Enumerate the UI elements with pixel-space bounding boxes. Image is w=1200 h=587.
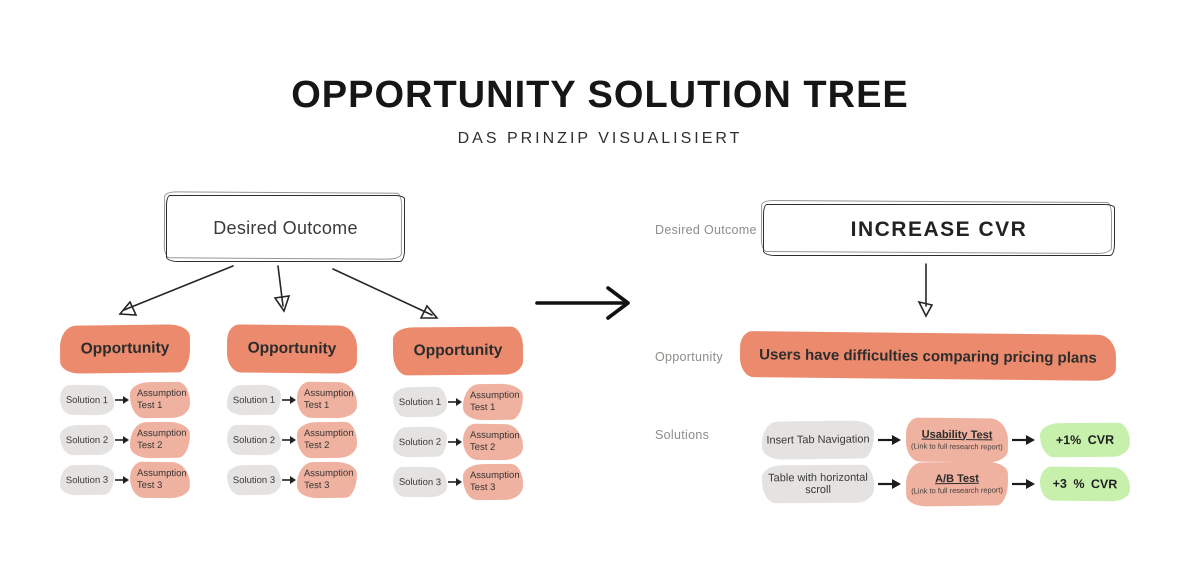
opportunity-column-3: Opportunity Solution 1 Assumption Test 1… — [392, 326, 524, 504]
solution-row: Solution 1 Assumption Test 1 — [59, 381, 191, 419]
usability-test-link[interactable]: Usability Test — [921, 428, 993, 441]
arrow-right-icon — [115, 476, 129, 484]
solution-row-2: Table with horizontal scroll A/B Test (L… — [761, 461, 1131, 507]
opportunity-label: Opportunity — [413, 341, 503, 360]
test-blob: A/B Test (Link to full research report) — [905, 461, 1009, 507]
solution-row: Solution 2 Assumption Test 2 — [226, 421, 358, 459]
desired-outcome-box: Desired Outcome — [166, 195, 405, 262]
tree-arrow-left-icon — [123, 265, 234, 311]
solution-row: Solution 3 Assumption Test 3 — [59, 461, 191, 499]
tree-arrowhead-middle-icon — [273, 295, 291, 313]
opportunity-blob: Opportunity — [226, 324, 358, 374]
assumption-test-chip: Assumption Test 2 — [129, 421, 191, 459]
solution-row-1: Insert Tab Navigation Usability Test (Li… — [761, 417, 1131, 463]
arrow-right-icon — [115, 436, 129, 444]
arrow-right-icon — [1012, 435, 1035, 445]
assumption-test-chip: Assumption Test 1 — [462, 383, 524, 421]
tree-arrow-middle-icon — [277, 265, 284, 307]
solution-row: Solution 3 Assumption Test 3 — [226, 461, 358, 499]
solution-chip: Solution 1 — [59, 384, 115, 416]
test-blob: Usability Test (Link to full research re… — [905, 417, 1009, 463]
opportunity-blob: Opportunity — [59, 324, 191, 374]
opportunity-label: Opportunity — [80, 339, 170, 358]
arrow-right-icon — [878, 435, 901, 445]
solution-row: Solution 2 Assumption Test 2 — [59, 421, 191, 459]
assumption-test-chip: Assumption Test 2 — [462, 423, 524, 461]
row-label-solutions: Solutions — [655, 428, 710, 442]
arrow-right-icon — [448, 438, 462, 446]
solution-chip: Solution 1 — [226, 384, 282, 416]
assumption-test-chip: Assumption Test 1 — [129, 381, 191, 419]
arrow-right-icon — [282, 476, 296, 484]
solution-chip: Table with horizontal scroll — [761, 464, 875, 504]
solution-chip: Solution 3 — [392, 466, 448, 498]
solution-row: Solution 3 Assumption Test 3 — [392, 463, 524, 501]
arrow-right-icon — [115, 396, 129, 404]
transition-arrowhead-icon — [606, 286, 630, 320]
solution-chip: Solution 3 — [226, 464, 282, 496]
opportunity-label: Opportunity — [247, 339, 337, 358]
arrow-right-icon — [282, 396, 296, 404]
solution-chip: Solution 2 — [392, 426, 448, 458]
solution-chip: Solution 2 — [59, 424, 115, 456]
arrow-right-icon — [878, 479, 901, 489]
solution-chip: Solution 3 — [59, 464, 115, 496]
solution-row: Solution 1 Assumption Test 1 — [226, 381, 358, 419]
opportunity-blob: Opportunity — [392, 326, 524, 376]
increase-cvr-box: INCREASE CVR — [763, 204, 1115, 256]
opportunity-statement-blob: Users have difficulties comparing pricin… — [739, 331, 1117, 381]
cvr-down-arrowhead-icon — [917, 300, 934, 318]
tree-arrow-right-icon — [332, 268, 433, 316]
arrow-right-icon — [448, 398, 462, 406]
assumption-test-chip: Assumption Test 2 — [296, 421, 358, 459]
opportunity-column-2: Opportunity Solution 1 Assumption Test 1… — [226, 324, 358, 502]
row-label-opportunity: Opportunity — [655, 350, 723, 364]
desired-outcome-label: Desired Outcome — [213, 218, 358, 238]
cvr-result-badge: +1% CVR — [1039, 422, 1131, 458]
arrow-right-icon — [448, 478, 462, 486]
assumption-test-chip: Assumption Test 3 — [296, 461, 358, 499]
ab-test-link[interactable]: A/B Test — [934, 472, 979, 485]
tree-arrowhead-left-icon — [118, 300, 138, 316]
opportunity-column-1: Opportunity Solution 1 Assumption Test 1… — [59, 324, 191, 502]
assumption-test-chip: Assumption Test 3 — [129, 461, 191, 499]
research-report-note: (Link to full research report) — [911, 485, 1003, 496]
tree-arrowhead-right-icon — [419, 304, 439, 319]
opportunity-statement: Users have difficulties comparing pricin… — [759, 345, 1097, 367]
solution-chip: Solution 2 — [226, 424, 282, 456]
research-report-note: (Link to full research report) — [911, 441, 1003, 452]
solution-row: Solution 2 Assumption Test 2 — [392, 423, 524, 461]
increase-cvr-label: INCREASE CVR — [850, 218, 1028, 241]
page-title: OPPORTUNITY SOLUTION TREE — [291, 74, 909, 116]
solution-row: Solution 1 Assumption Test 1 — [392, 383, 524, 421]
cvr-result-badge: +3 % CVR — [1039, 466, 1131, 502]
arrow-right-icon — [282, 436, 296, 444]
solution-chip: Solution 1 — [392, 386, 448, 418]
solution-chip: Insert Tab Navigation — [761, 420, 875, 460]
page-subtitle: DAS PRINZIP VISUALISIERT — [457, 130, 743, 147]
assumption-test-chip: Assumption Test 3 — [462, 463, 524, 501]
assumption-test-chip: Assumption Test 1 — [296, 381, 358, 419]
arrow-right-icon — [1012, 479, 1035, 489]
row-label-desired-outcome: Desired Outcome — [655, 223, 757, 237]
